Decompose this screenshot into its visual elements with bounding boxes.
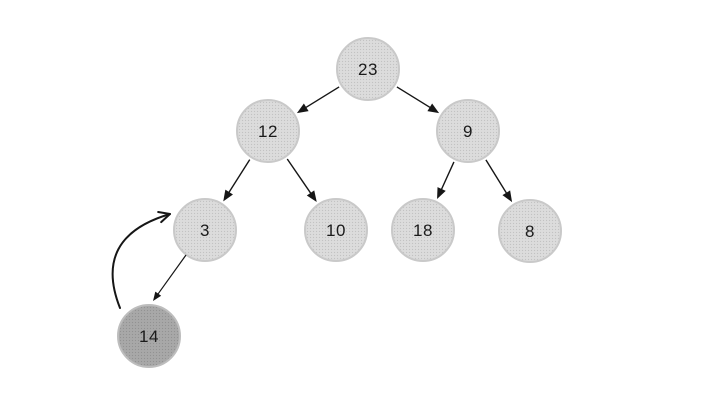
node-label: 3	[200, 220, 210, 240]
tree-node-8: 8	[498, 199, 562, 263]
edge-12-10	[286, 158, 317, 202]
node-label: 14	[139, 326, 159, 346]
node-label: 10	[326, 220, 346, 240]
node-label: 9	[463, 121, 473, 141]
node-label: 12	[258, 121, 278, 141]
swap-arrow-to-3	[111, 211, 171, 309]
tree-node-10: 10	[304, 198, 368, 262]
edge-9-18	[437, 161, 455, 200]
tree-node-12: 12	[236, 99, 300, 163]
tree-node-23: 23	[336, 37, 400, 101]
edge-9-8	[485, 159, 513, 203]
edge-23-9	[396, 86, 440, 114]
node-label: 18	[413, 220, 433, 240]
swap-arrow-to-14	[153, 254, 187, 301]
node-label: 8	[525, 221, 535, 241]
tree-node-18: 18	[391, 198, 455, 262]
tree-node-14: 14	[117, 304, 181, 368]
edge-12-3	[223, 159, 251, 202]
tree-node-3: 3	[173, 198, 237, 262]
edge-23-12	[296, 86, 340, 114]
tree-node-9: 9	[436, 99, 500, 163]
node-label: 23	[358, 59, 378, 79]
